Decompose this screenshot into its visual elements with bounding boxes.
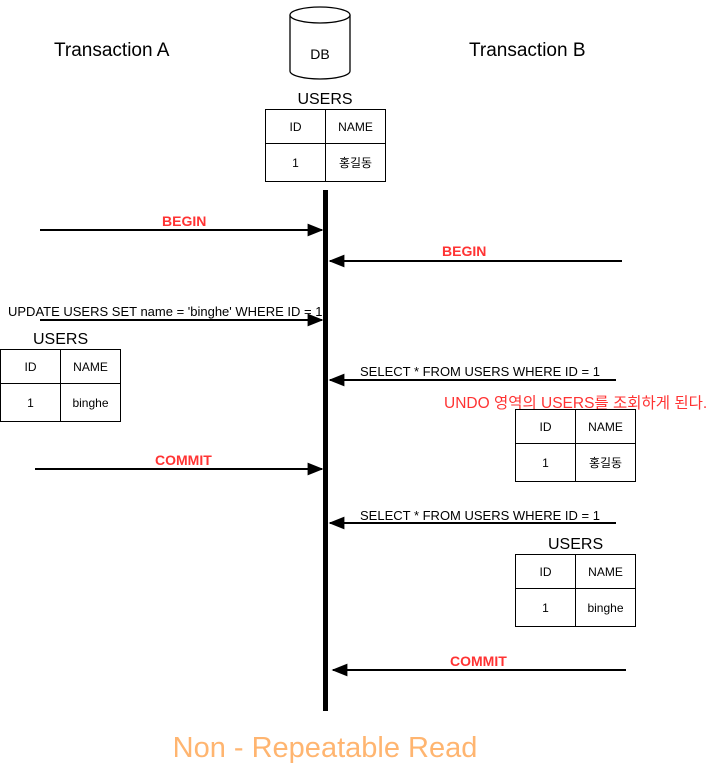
users-table-after-commit: ID NAME 1 binghe — [515, 554, 636, 627]
header-name: NAME — [575, 554, 636, 589]
header-id: ID — [265, 109, 326, 144]
lane-title-transaction-b: Transaction B — [469, 40, 586, 61]
message-select-b1: SELECT * FROM USERS WHERE ID = 1 — [360, 364, 600, 379]
message-commit-a: COMMIT — [155, 452, 212, 468]
cell-name: binghe — [575, 588, 636, 627]
header-id: ID — [0, 349, 61, 384]
cell-id: 1 — [515, 588, 576, 627]
lane-title-transaction-a: Transaction A — [54, 40, 170, 61]
message-begin-a: BEGIN — [162, 213, 207, 229]
message-begin-b: BEGIN — [442, 243, 487, 259]
users-table-after-update: ID NAME 1 binghe — [0, 349, 121, 422]
cell-name: binghe — [60, 383, 121, 422]
undo-note: UNDO 영역의 USERS를 조회하게 된다. — [444, 395, 708, 412]
users-table-initial: ID NAME 1 홍길동 — [265, 109, 386, 182]
db-label: DB — [310, 46, 330, 62]
header-id: ID — [515, 554, 576, 589]
header-name: NAME — [325, 109, 386, 144]
users-table-title-initial: USERS — [297, 91, 353, 108]
header-name: NAME — [60, 349, 121, 384]
message-commit-b: COMMIT — [450, 653, 507, 669]
cell-id: 1 — [0, 383, 61, 422]
cell-id: 1 — [265, 143, 326, 182]
cell-id: 1 — [515, 443, 576, 482]
database-icon — [289, 6, 351, 80]
users-table-title-after-commit: USERS — [548, 536, 604, 553]
users-table-title-after-update: USERS — [33, 331, 89, 348]
users-table-undo-read: ID NAME 1 홍길동 — [515, 409, 636, 482]
header-name: NAME — [575, 409, 636, 444]
header-id: ID — [515, 409, 576, 444]
cell-name: 홍길동 — [575, 443, 636, 482]
diagram-title: Non - Repeatable Read — [172, 732, 478, 764]
message-select-b2: SELECT * FROM USERS WHERE ID = 1 — [360, 508, 600, 523]
cell-name: 홍길동 — [325, 143, 386, 182]
message-update-a: UPDATE USERS SET name = 'binghe' WHERE I… — [8, 304, 323, 319]
